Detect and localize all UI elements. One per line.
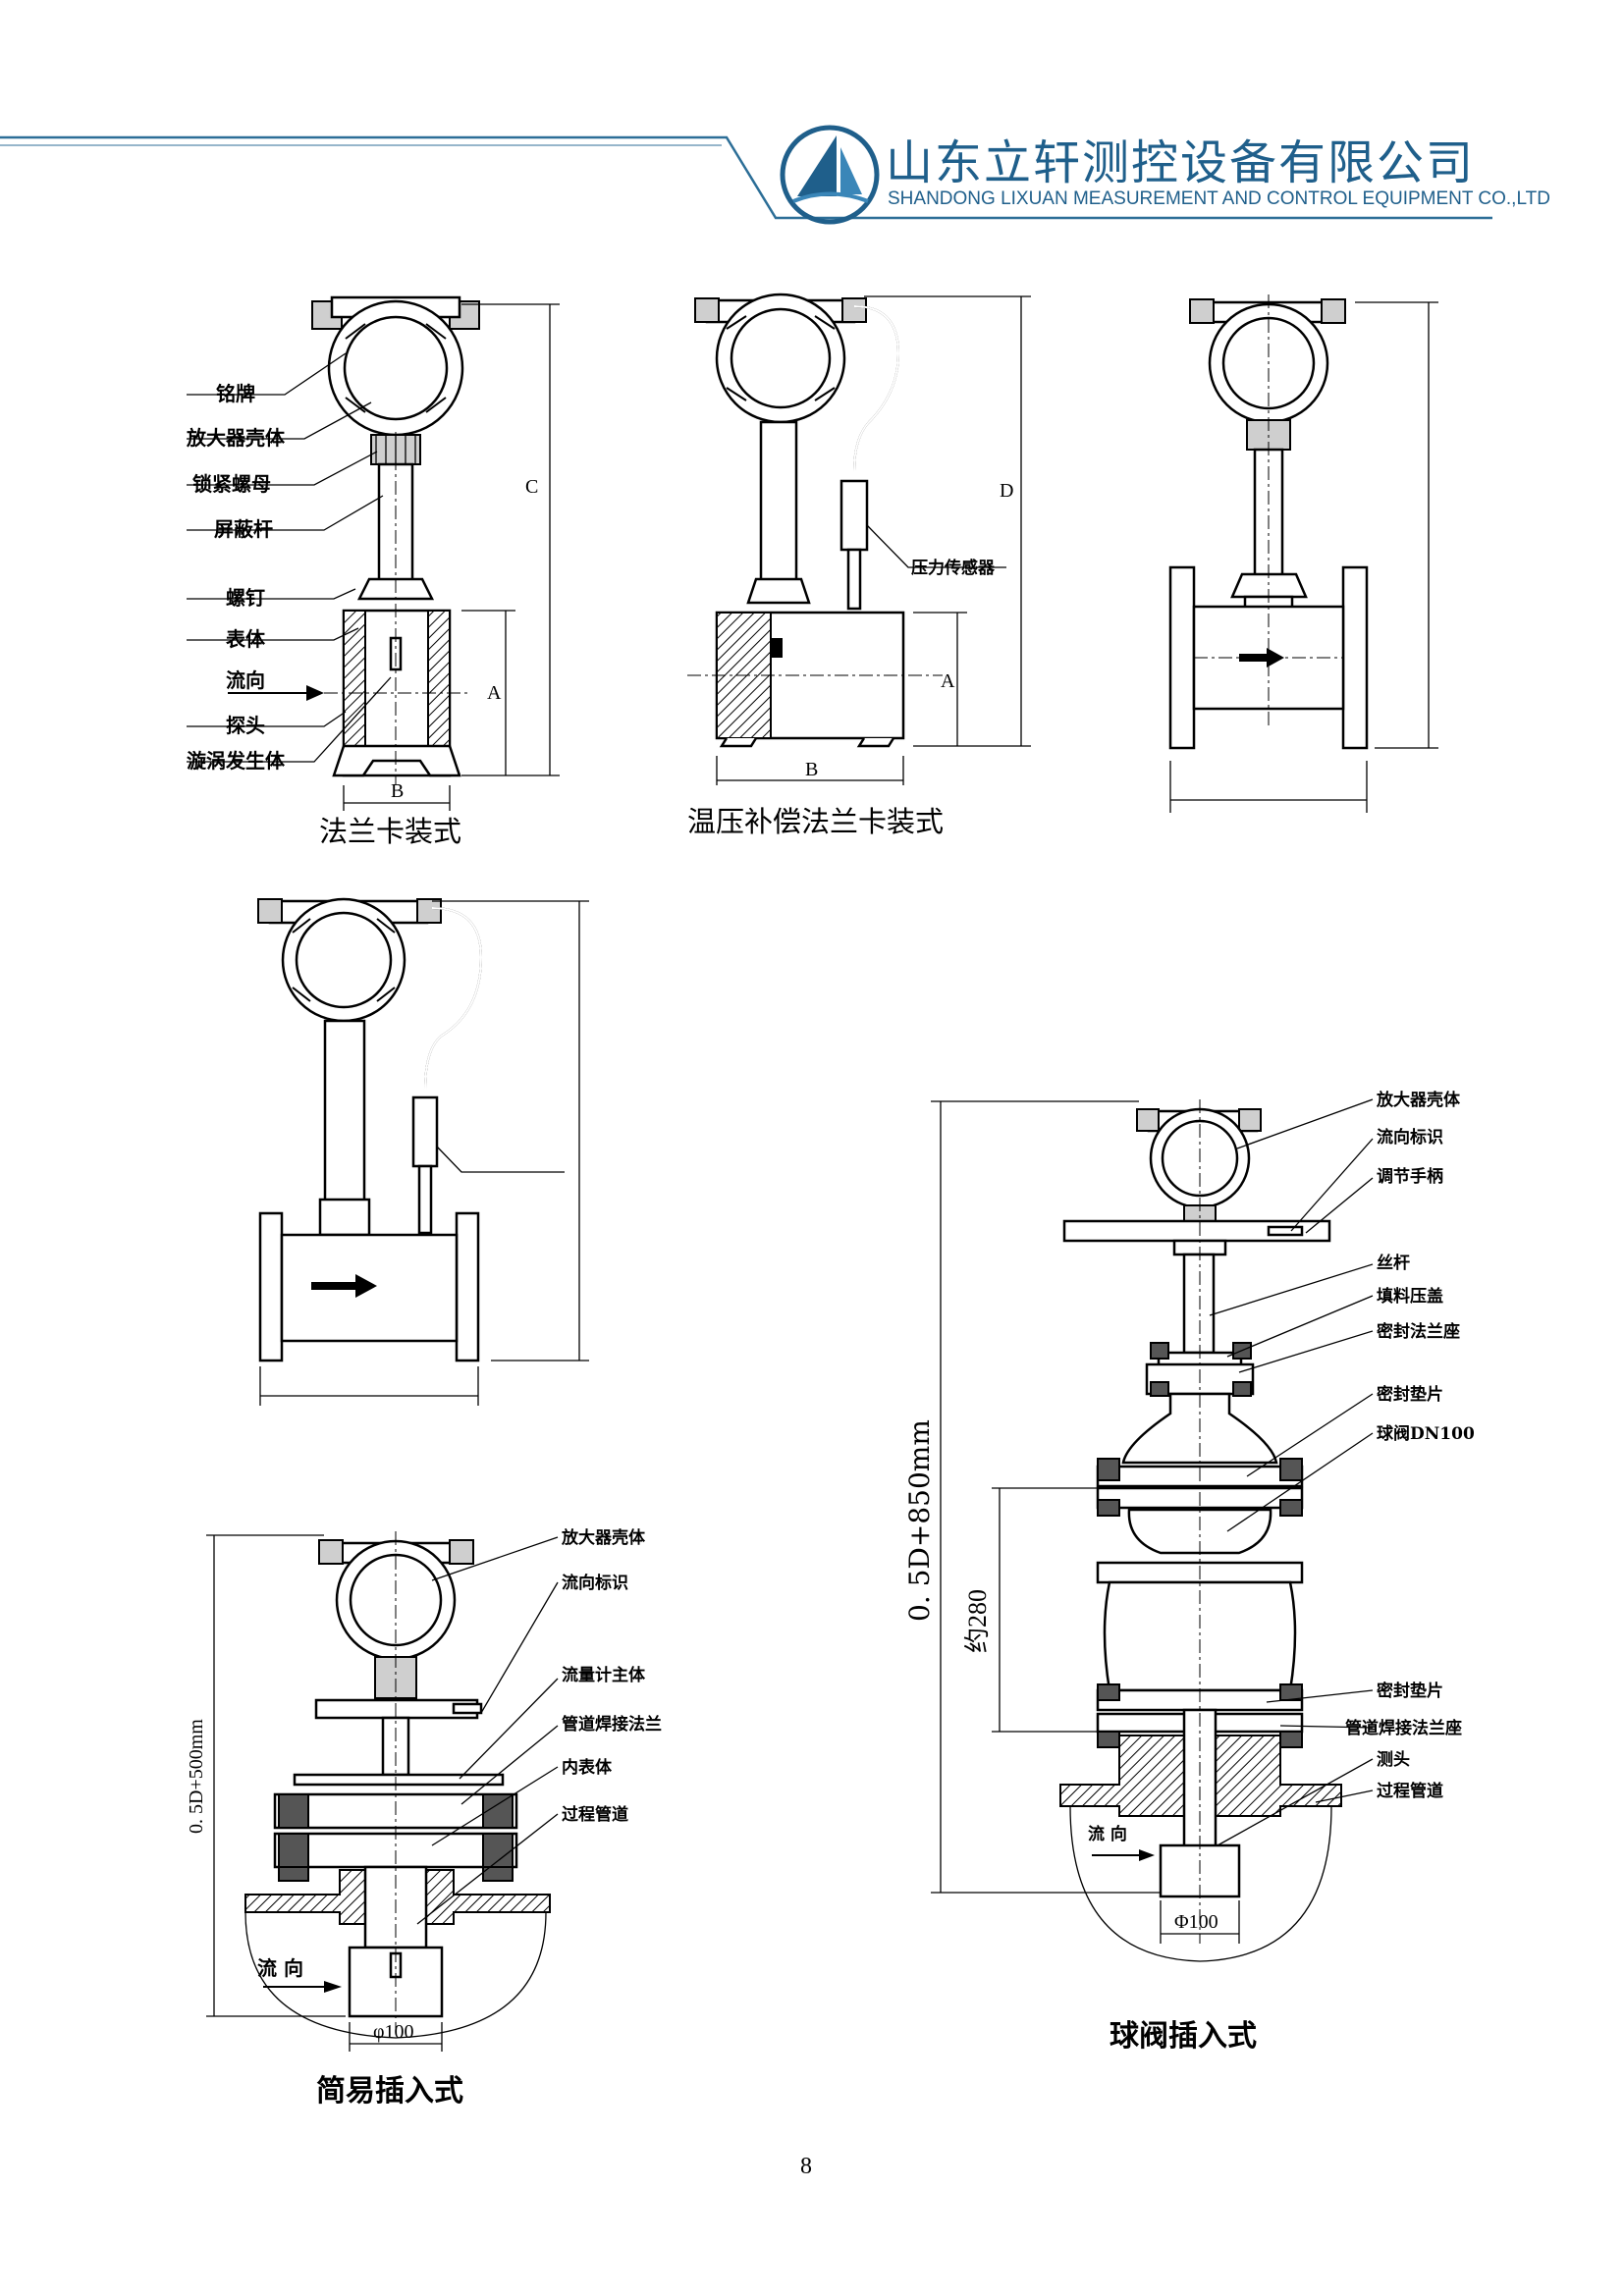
label-packing-gland: 填料压盖 [1377,1286,1443,1307]
label-process-pipe-2: 过程管道 [1377,1781,1443,1801]
label-screw: 螺钉 [226,586,265,610]
label-gasket: 密封垫片 [1377,1384,1443,1405]
label-weld-flange: 管道焊接法兰 [562,1714,662,1735]
figure-simple-insertion: 流 向 放大器壳体 流向标识 流量计主体 管道焊接法兰 内表体 过程管道 0. … [186,1527,662,2109]
label-ball-valve: 球阀DN100 [1377,1423,1475,1444]
label-shield-rod: 屏蔽杆 [214,517,273,541]
caption-simple-insertion: 简易插入式 [316,2074,463,2109]
label-weld-flange-seat: 管道焊接法兰座 [1345,1718,1462,1738]
dim-approx-280: 约280 [963,1589,992,1653]
label-probe: 探头 [226,714,265,737]
label-amplifier-housing: 放大器壳体 [186,426,286,450]
label-amplifier-housing-2: 放大器壳体 [561,1527,646,1548]
label-flow-mark-2: 流向标识 [1377,1127,1443,1148]
label-lead-screw: 丝杆 [1377,1253,1410,1273]
company-logo-icon [780,125,880,225]
dim-d: D [1000,480,1013,502]
figure-flange-connection [1168,294,1438,813]
label-flow-direction-ball: 流 向 [1088,1824,1127,1844]
caption-tp-flange-clamp: 温压补偿法兰卡装式 [687,805,944,838]
dim-a: A [487,682,502,704]
caption-flange-clamp: 法兰卡装式 [319,815,461,848]
dim-phi-ball: Φ100 [1174,1911,1218,1933]
figure-tp-flange-clamp: 压力传感器 D A B 温压补偿法兰卡装式 [687,293,1031,838]
dim-phi-simple: φ100 [373,2021,414,2043]
dim-a-2: A [941,670,955,692]
figure-ball-valve-insertion: 流 向 放大器壳体 流向标识 调节手柄 丝杆 填料压盖 密封法兰座 密封垫片 球… [903,1090,1475,2054]
label-gasket-2: 密封垫片 [1377,1681,1443,1701]
page-header: 山东立轩测控设备有限公司 SHANDONG LIXUAN MEASUREMENT… [0,125,1550,225]
label-process-pipe: 过程管道 [562,1804,628,1825]
dim-height-simple: 0. 5D+500mm [186,1719,207,1834]
label-flow-mark: 流向标识 [562,1573,628,1593]
label-inner-body: 内表体 [562,1757,613,1778]
label-pressure-sensor: 压力传感器 [911,558,996,578]
label-adjust-handle: 调节手柄 [1377,1166,1443,1187]
dim-b-2: B [805,759,818,780]
label-meter-body: 表体 [226,627,266,651]
label-seal-flange-seat: 密封法兰座 [1377,1321,1460,1342]
page-number: 8 [800,2154,812,2179]
label-main-body: 流量计主体 [562,1665,646,1685]
company-name-cn: 山东立轩测控设备有限公司 [886,135,1475,190]
label-flow-direction-simple: 流 向 [257,1956,303,1980]
label-amplifier-housing-3: 放大器壳体 [1376,1090,1461,1110]
label-lock-nut: 锁紧螺母 [192,472,271,496]
company-name-en: SHANDONG LIXUAN MEASUREMENT AND CONTROL … [888,188,1550,209]
caption-ball-valve-insertion: 球阀插入式 [1110,2019,1257,2054]
figure-tp-flange-connection [257,897,589,1406]
dim-b: B [391,780,404,802]
label-probe-2: 测头 [1377,1749,1410,1770]
dim-height-ball: 0. 5D+850mm [903,1419,936,1622]
label-flow-direction: 流向 [226,668,265,692]
label-nameplate: 铭牌 [216,382,255,405]
figure-flange-clamp: 铭牌 放大器壳体 锁紧螺母 屏蔽杆 螺钉 表体 流向 探头 漩涡发生体 C A … [186,295,560,848]
dim-c: C [525,476,538,498]
label-vortex-generator: 漩涡发生体 [187,749,286,773]
